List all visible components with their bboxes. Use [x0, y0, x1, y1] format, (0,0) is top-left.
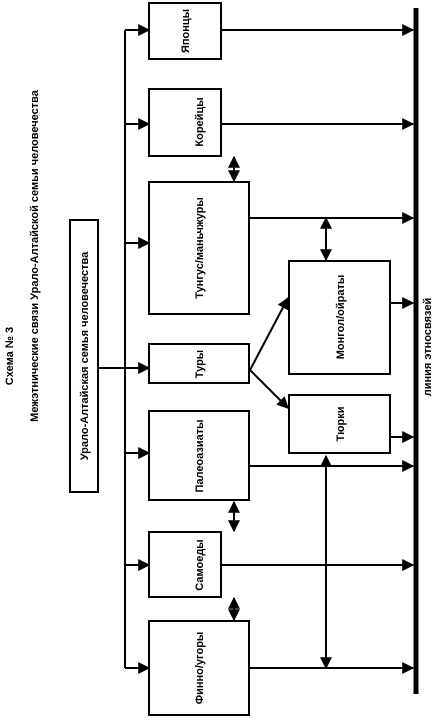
- box-koreytsy: [148, 88, 222, 157]
- scheme-title: Межэтнические связи Урало-Алтайской семь…: [29, 89, 41, 422]
- box-tungus: [148, 181, 250, 315]
- box-paleoaziaty: [148, 410, 250, 501]
- box-samoyedy: [148, 531, 222, 598]
- label-tungus: Тунгус/маньчжуры: [194, 197, 206, 298]
- box-mongol: [288, 260, 391, 375]
- link-tury-mongol: [249, 296, 289, 371]
- box-tyurki: [288, 394, 391, 454]
- label-paleoaziaty: Палеоазиаты: [194, 419, 206, 492]
- box-tury: [148, 343, 250, 384]
- label-yapontsy: Японцы: [180, 9, 192, 53]
- label-finno: Финно/угоры: [194, 632, 206, 705]
- label-tyurki: Тюрки: [335, 407, 347, 442]
- label-koreytsy: Корейцы: [194, 97, 206, 146]
- label-samoyedy: Самоеды: [194, 539, 206, 590]
- root-label: Урало-Алтайская семья человечества: [79, 251, 91, 460]
- ethno-line-label: линия этносвязей: [422, 298, 432, 397]
- root-box: [69, 219, 99, 493]
- label-tury: Туры: [194, 350, 206, 378]
- link-tury-tyurki: [249, 369, 289, 409]
- box-yapontsy: [148, 2, 222, 60]
- label-mongol: Монгол/ойраты: [335, 275, 347, 360]
- box-finno: [148, 620, 250, 716]
- scheme-number: Схема № 3: [4, 327, 16, 385]
